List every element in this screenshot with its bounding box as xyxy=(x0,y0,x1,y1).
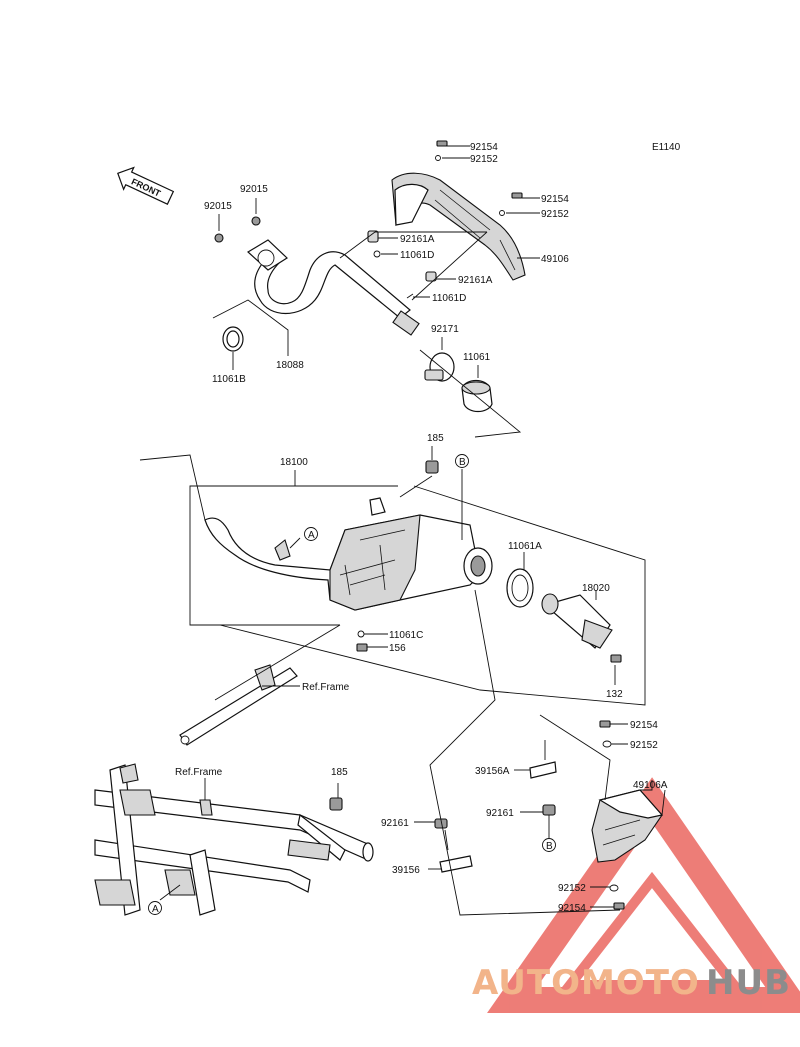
frame-assembly xyxy=(94,763,374,916)
label-18100: 18100 xyxy=(280,457,308,468)
damper-92161-b xyxy=(542,804,556,816)
label-11061B: 11061B xyxy=(212,374,246,385)
bolt-92154-a xyxy=(436,140,448,147)
bolt-92154-d xyxy=(613,902,625,910)
collar-11061D-b xyxy=(406,293,414,299)
label-ref-frame-b: Ref.Frame xyxy=(175,767,223,778)
watermark-part2: HUB xyxy=(706,963,791,1003)
heat-guard-49106 xyxy=(391,172,526,281)
label-92161-b: 92161 xyxy=(486,808,514,819)
watermark-text: AUTOMOTO HUB xyxy=(472,963,791,1003)
label-92161A-b: 92161A xyxy=(458,275,493,286)
bolt-185-a xyxy=(425,460,439,474)
label-18020: 18020 xyxy=(582,583,610,594)
label-39156: 39156 xyxy=(392,865,420,876)
svg-text:B: B xyxy=(459,457,466,468)
svg-text:A: A xyxy=(308,530,315,541)
watermark-logo xyxy=(487,777,800,1013)
frame-bracket-ref xyxy=(179,664,298,746)
callout-A-1: A xyxy=(304,527,318,541)
callout-B-2: B xyxy=(542,838,556,852)
callout-A-2: A xyxy=(148,901,162,915)
muffler-18100 xyxy=(204,497,493,611)
label-185-a: 185 xyxy=(427,433,444,444)
label-11061D-b: 11061D xyxy=(432,293,466,304)
label-92171: 92171 xyxy=(431,324,459,335)
bolt-185-b xyxy=(329,797,343,811)
label-185-b: 185 xyxy=(331,767,348,778)
label-49106A: 49106A xyxy=(633,780,668,791)
damper-92161A-b xyxy=(425,271,437,282)
damper-92161A-a xyxy=(367,230,379,243)
label-92152-c: 92152 xyxy=(630,740,658,751)
bracket-39156 xyxy=(439,855,473,873)
gasket-11061A xyxy=(506,568,534,608)
heat-guard-49106A xyxy=(591,789,664,863)
bolt-132 xyxy=(610,654,622,663)
label-92161-a: 92161 xyxy=(381,818,409,829)
bolt-92154-c xyxy=(599,720,611,728)
bolt-156 xyxy=(356,643,368,652)
watermark-part1: AUTOMOTO xyxy=(472,963,700,1003)
label-92161A-a: 92161A xyxy=(400,234,435,245)
gasket-11061 xyxy=(461,379,493,413)
label-ref-frame-a: Ref.Frame xyxy=(302,682,350,693)
label-92154-d: 92154 xyxy=(558,903,586,914)
pipe-flange xyxy=(246,239,288,271)
diagram-code: E1140 xyxy=(652,142,681,153)
bracket-39156A xyxy=(529,761,557,779)
exhaust-pipe-18088 xyxy=(254,251,420,336)
label-156: 156 xyxy=(389,643,406,654)
callout-B-1: B xyxy=(455,454,469,468)
label-92154-a: 92154 xyxy=(470,142,498,153)
label-11061A: 11061A xyxy=(508,541,542,552)
label-92152-b: 92152 xyxy=(541,209,569,220)
washer-92152-a xyxy=(435,155,441,161)
label-11061C: 11061C xyxy=(389,630,423,641)
svg-text:A: A xyxy=(152,904,159,915)
washer-92152-c xyxy=(602,740,612,748)
nut-92015-b xyxy=(251,216,261,226)
label-92154-c: 92154 xyxy=(630,720,658,731)
svg-text:B: B xyxy=(546,841,553,852)
leader-lines xyxy=(139,145,666,916)
clamp-92171 xyxy=(424,352,455,382)
label-92015-b: 92015 xyxy=(240,184,268,195)
label-39156A: 39156A xyxy=(475,766,510,777)
tailpipe-18020 xyxy=(541,593,613,649)
collar-11061D-a xyxy=(373,250,381,258)
label-92154-b: 92154 xyxy=(541,194,569,205)
nut-92015-a xyxy=(214,233,224,243)
washer-92152-d xyxy=(609,884,619,892)
label-92152-a: 92152 xyxy=(470,154,498,165)
label-49106: 49106 xyxy=(541,254,569,265)
label-92152-d: 92152 xyxy=(558,883,586,894)
bolt-92154-b xyxy=(511,192,523,199)
label-132: 132 xyxy=(606,689,623,700)
label-18088: 18088 xyxy=(276,360,304,371)
watermark-triangle-icon xyxy=(487,777,800,1013)
label-11061D-a: 11061D xyxy=(400,250,434,261)
front-arrow-icon: FRONT xyxy=(117,166,175,205)
label-11061: 11061 xyxy=(463,352,491,363)
collar-11061C xyxy=(357,630,365,638)
label-92015-a: 92015 xyxy=(204,201,232,212)
washer-92152-b xyxy=(499,210,505,216)
part-labels: 92154 92152 92154 92152 49106 92161A 110… xyxy=(175,142,668,914)
